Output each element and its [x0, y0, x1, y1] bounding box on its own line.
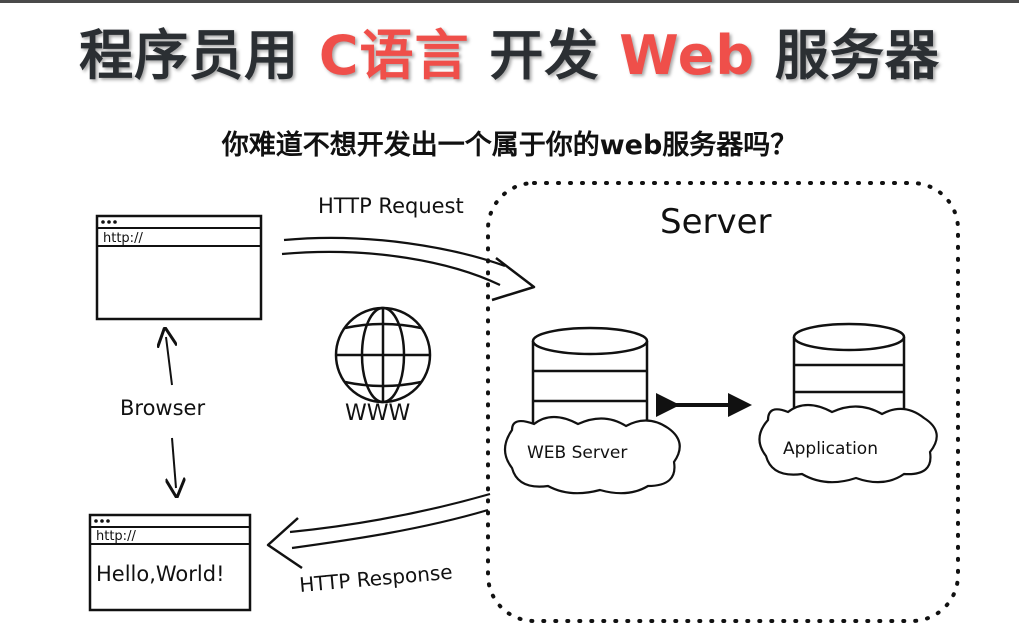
page-title: 程序员用 C语言 开发 Web 服务器 [0, 20, 1019, 92]
application-database-icon [792, 322, 906, 422]
http-request-arrow [281, 236, 536, 302]
browser-arrow-up [166, 337, 172, 386]
browser-window-bottom: http:// Hello,World! [88, 513, 252, 612]
page-content-text: Hello,World! [96, 562, 225, 586]
http-response-label: HTTP Response [298, 560, 453, 597]
http-request-label: HTTP Request [318, 194, 464, 218]
browser-window-top: http:// [95, 214, 263, 321]
server-boundary [486, 181, 960, 623]
title-part-3: 开发 [469, 24, 620, 87]
page-subtitle: 你难道不想开发出一个属于你的web服务器吗？ [221, 130, 798, 161]
application-cloud [758, 403, 938, 484]
title-part-web: Web [619, 24, 756, 87]
browser-arrow-down [172, 437, 176, 488]
title-part-5: 服务器 [755, 24, 940, 87]
www-label: WWW [345, 401, 411, 426]
url-prefix-top: http:// [103, 231, 143, 246]
url-prefix-bottom: http:// [96, 529, 136, 544]
server-label: Server [660, 202, 772, 242]
http-response-arrow [266, 492, 491, 570]
web-server-cloud [503, 415, 681, 495]
application-label: Application [783, 439, 878, 459]
globe-icon [334, 306, 432, 404]
title-part-1: 程序员用 [79, 24, 319, 87]
title-part-c-language: C语言 [318, 24, 470, 87]
browser-label: Browser [120, 396, 205, 420]
web-server-label: WEB Server [527, 443, 627, 463]
top-rule [0, 0, 1019, 3]
